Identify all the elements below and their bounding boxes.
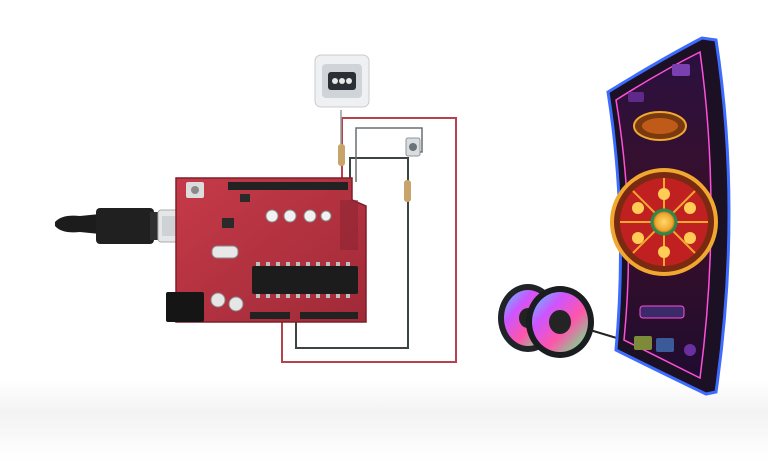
- push-button: [405, 137, 421, 157]
- arduino-board: [166, 177, 367, 323]
- slot-machine-cabinet: [606, 36, 731, 396]
- fingerprint-sensor: [314, 54, 370, 108]
- floor-reflection: [0, 380, 768, 461]
- dark-wire: [295, 157, 409, 349]
- resistor-1: [338, 144, 345, 166]
- red-wire: [281, 117, 457, 363]
- resistor-2: [404, 180, 411, 202]
- led-strip-reels: [498, 284, 651, 358]
